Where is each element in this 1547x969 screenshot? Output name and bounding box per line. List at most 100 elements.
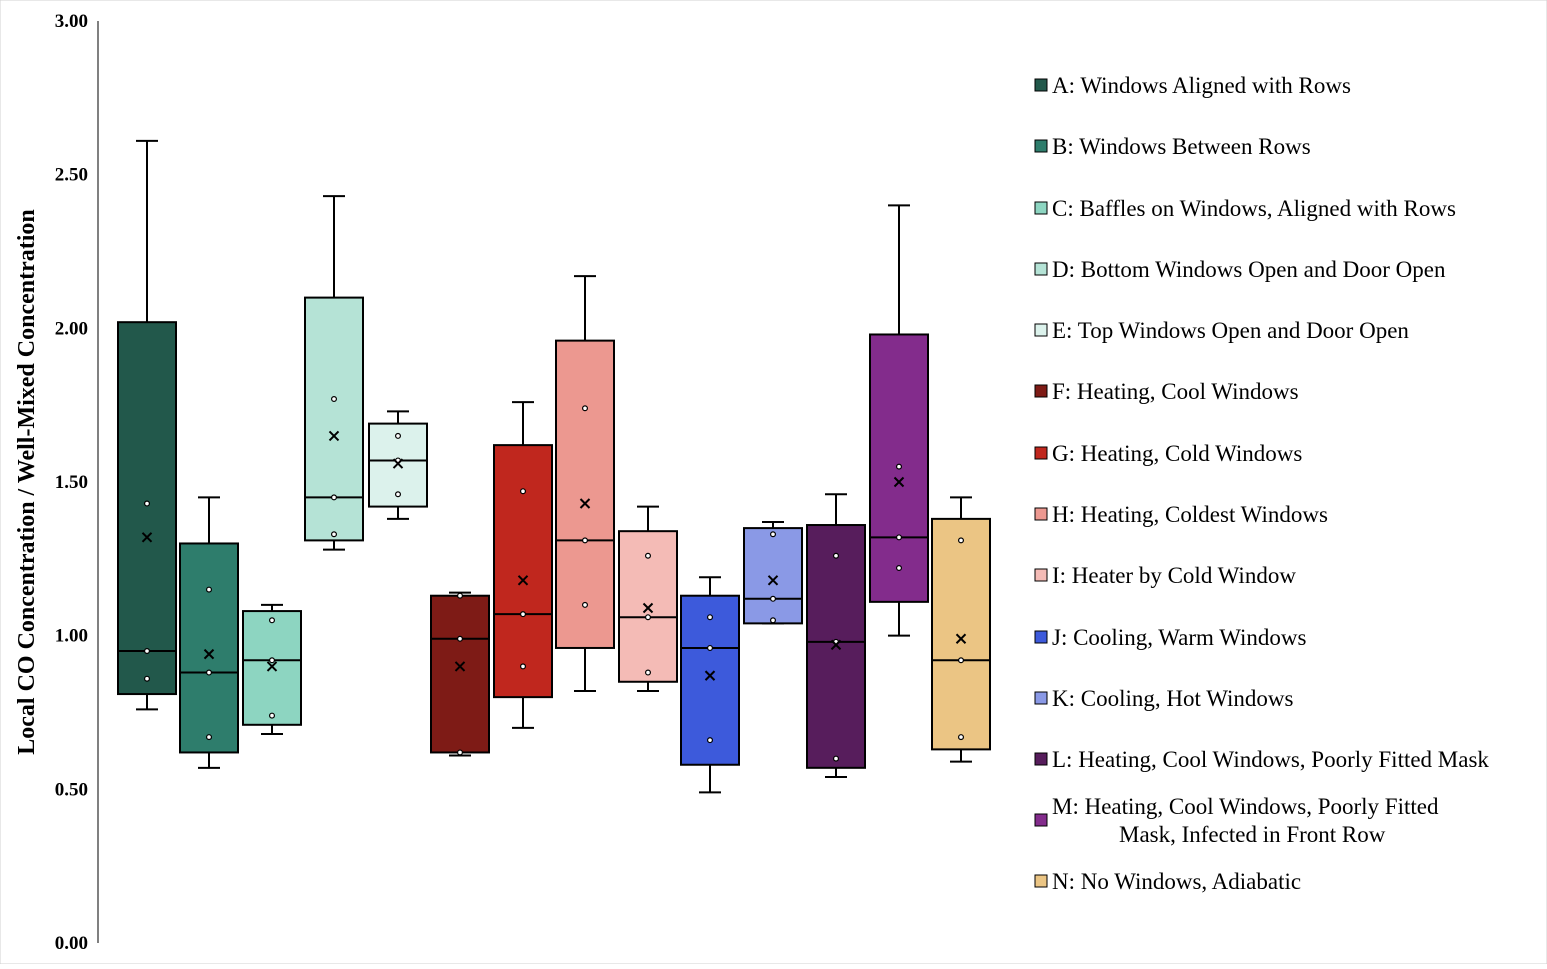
y-tick-label: 0.00: [55, 933, 88, 954]
legend-item: H: Heating, Coldest Windows: [1034, 502, 1328, 527]
data-point: [832, 755, 839, 762]
data-point: [769, 595, 776, 602]
y-axis-label: Local CO Concentration / Well-Mixed Conc…: [14, 209, 40, 755]
data-point: [144, 675, 151, 682]
box-body: [242, 610, 302, 726]
data-point: [395, 491, 402, 498]
data-point: [519, 611, 526, 618]
legend-item: D: Bottom Windows Open and Door Open: [1034, 257, 1446, 282]
box-e: [368, 410, 428, 520]
data-point: [895, 565, 902, 572]
box-body: [117, 321, 177, 696]
data-point: [769, 531, 776, 538]
legend-swatch: [1034, 507, 1048, 521]
legend-item: G: Heating, Cold Windows: [1034, 441, 1302, 466]
y-tick-label: 2.00: [55, 318, 88, 339]
data-point: [144, 648, 151, 655]
legend-label: N: No Windows, Adiabatic: [1052, 869, 1301, 894]
data-point: [331, 396, 338, 403]
box-body: [931, 517, 991, 751]
mean-marker: [767, 575, 779, 586]
box-k: [743, 520, 803, 625]
box-body: [493, 444, 553, 699]
legend-swatch: [1034, 752, 1048, 766]
box-body: [304, 296, 364, 542]
mean-marker: [830, 639, 842, 651]
mean-marker: [392, 458, 404, 469]
legend-label: D: Bottom Windows Open and Door Open: [1052, 257, 1446, 282]
legend-swatch: [1034, 568, 1048, 582]
box-b: [179, 496, 239, 769]
data-point: [581, 537, 588, 544]
legend-label: I: Heater by Cold Window: [1052, 563, 1296, 588]
data-point: [395, 432, 402, 439]
data-point: [895, 534, 902, 541]
y-tick-label: 1.50: [55, 472, 88, 493]
mean-marker: [955, 633, 967, 644]
box-m: [869, 204, 929, 637]
data-point: [957, 734, 964, 741]
legend-item: I: Heater by Cold Window: [1034, 563, 1296, 588]
box-body: [430, 594, 490, 754]
data-point: [457, 635, 464, 642]
mean-marker: [704, 670, 716, 681]
legend-item: N: No Windows, Adiabatic: [1034, 869, 1301, 894]
data-point: [706, 737, 713, 744]
box-body: [680, 594, 740, 766]
legend-label: M: Heating, Cool Windows, Poorly Fitted: [1052, 794, 1439, 819]
legend-item: A: Windows Aligned with Rows: [1034, 73, 1351, 98]
legend-label: F: Heating, Cool Windows: [1052, 379, 1299, 404]
legend-item: C: Baffles on Windows, Aligned with Rows: [1034, 196, 1456, 221]
legend-label: H: Heating, Coldest Windows: [1052, 502, 1328, 527]
legend-item: M: Heating, Cool Windows, Poorly FittedM…: [1034, 794, 1439, 847]
data-point: [269, 657, 276, 664]
data-point: [519, 488, 526, 495]
mean-marker: [328, 430, 340, 442]
box-body: [179, 542, 239, 754]
data-point: [957, 537, 964, 544]
legend-label: A: Windows Aligned with Rows: [1052, 73, 1351, 98]
data-point: [269, 712, 276, 719]
mean-marker: [517, 575, 529, 586]
box-g: [493, 401, 553, 729]
box-i: [618, 505, 678, 692]
legend-swatch: [1034, 384, 1048, 398]
data-point: [644, 669, 651, 676]
box-a: [117, 139, 177, 711]
box-j: [680, 576, 740, 794]
legend-swatch: [1034, 262, 1048, 276]
legend-swatch: [1034, 139, 1048, 153]
data-point: [706, 614, 713, 621]
legend-swatch: [1034, 78, 1048, 92]
y-axis: 0.000.501.001.502.002.503.00: [55, 11, 99, 954]
data-point: [457, 592, 464, 599]
data-point: [769, 617, 776, 624]
box-series-group: [117, 139, 991, 794]
mean-marker: [266, 661, 278, 672]
legend: A: Windows Aligned with Rows B: Windows B…: [1034, 73, 1489, 894]
mean-marker: [141, 532, 153, 543]
legend-label: E: Top Windows Open and Door Open: [1052, 318, 1409, 343]
mean-marker: [203, 648, 215, 660]
legend-label: B: Windows Between Rows: [1052, 134, 1311, 159]
mean-marker: [454, 661, 466, 672]
box-body: [555, 339, 615, 649]
mean-marker: [642, 602, 654, 614]
box-f: [430, 591, 490, 757]
data-point: [206, 669, 213, 676]
data-point: [519, 663, 526, 670]
y-tick-label: 3.00: [55, 11, 88, 32]
legend-swatch: [1034, 323, 1048, 337]
data-point: [581, 601, 588, 608]
legend-swatch: [1034, 813, 1048, 827]
mean-marker: [893, 476, 905, 488]
legend-label: K: Cooling, Hot Windows: [1052, 686, 1293, 711]
data-point: [206, 586, 213, 593]
legend-item: L: Heating, Cool Windows, Poorly Fitted …: [1034, 747, 1489, 772]
mean-marker: [579, 498, 591, 509]
legend-item: J: Cooling, Warm Windows: [1034, 625, 1307, 650]
legend-swatch: [1034, 201, 1048, 215]
data-point: [331, 531, 338, 538]
legend-item: E: Top Windows Open and Door Open: [1034, 318, 1409, 343]
